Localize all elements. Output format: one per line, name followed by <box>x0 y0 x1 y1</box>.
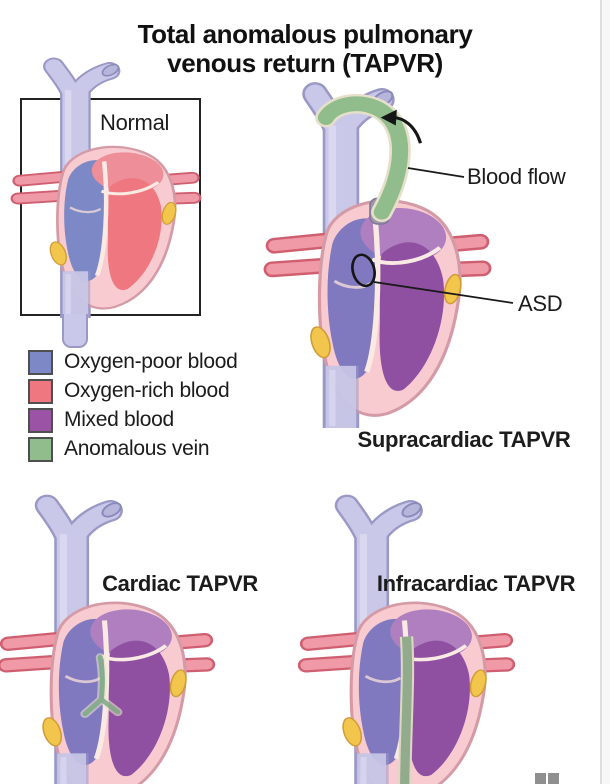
anomalous-vein-cardiac <box>80 653 123 718</box>
legend-item-oxygen-poor: Oxygen-poor blood <box>28 350 238 375</box>
mixed-blood-swatch-icon <box>28 408 53 433</box>
supracardiac-caption: Supracardiac TAPVR <box>357 427 571 452</box>
legend-label: Oxygen-rich blood <box>64 379 230 402</box>
logo-fragment-icon <box>548 773 559 784</box>
normal-panel-label: Normal <box>100 110 170 135</box>
supracardiac-heart-figure <box>270 88 485 428</box>
asd-circle-marker <box>351 253 376 288</box>
legend-label: Mixed blood <box>64 408 174 431</box>
page-title: Total anomalous pulmonary venous return … <box>137 19 473 79</box>
logo-fragment-icon <box>535 773 546 784</box>
cardiac-caption: Cardiac TAPVR <box>102 571 258 596</box>
legend-label: Anomalous vein <box>64 437 210 460</box>
cardiac-heart-figure <box>4 500 209 784</box>
vessel-tail <box>62 314 88 348</box>
legend-item-anomalous: Anomalous vein <box>28 437 210 462</box>
asd-label: ASD <box>518 291 563 316</box>
infracardiac-caption: Infracardiac TAPVR <box>376 571 576 596</box>
blood-flow-label: Blood flow <box>467 164 566 189</box>
blood-flow-arrowhead-icon <box>380 109 397 126</box>
normal-heart-figure <box>16 62 196 318</box>
anomalous-vein-supracardiac <box>315 93 423 225</box>
normal-panel-box <box>20 98 201 316</box>
legend-label: Oxygen-poor blood <box>64 350 238 373</box>
legend-item-mixed: Mixed blood <box>28 408 174 433</box>
anomalous-vein-infracardiac <box>397 636 415 784</box>
infracardiac-heart-figure <box>304 500 509 784</box>
oxygen-rich-swatch-icon <box>28 379 53 404</box>
anomalous-vein-swatch-icon <box>28 437 53 462</box>
right-margin-strip <box>602 0 610 784</box>
oxygen-poor-swatch-icon <box>28 350 53 375</box>
right-edge-divider <box>600 0 602 784</box>
legend-item-oxygen-rich: Oxygen-rich blood <box>28 379 230 404</box>
